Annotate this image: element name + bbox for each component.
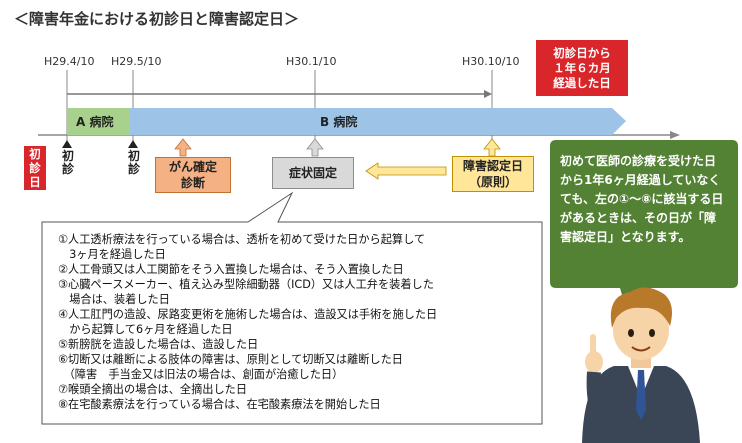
timeline-arrowhead bbox=[670, 131, 680, 139]
symptom-fixation-box: 症状固定 bbox=[272, 157, 354, 189]
date-label: H30.10/10 bbox=[462, 55, 520, 68]
elapsed-callout: 初診日から １年６カ月 経過した日 bbox=[536, 40, 628, 96]
note-line: （障害 手当金又は旧法の場合は、創面が治癒した日） bbox=[58, 368, 344, 381]
hospital-a-bar bbox=[67, 108, 130, 135]
hospital-a-label: A 病院 bbox=[76, 115, 114, 129]
cancer-diagnosis-box: がん確定 診断 bbox=[155, 157, 231, 193]
recognition-up-arrow bbox=[483, 138, 501, 157]
symptom-up-arrow bbox=[306, 138, 324, 157]
page-title: ＜障害年金における初診日と障害認定日＞ bbox=[14, 10, 300, 28]
first-visit-triangle bbox=[62, 140, 72, 148]
first-visit-day-box: 初 診 日 bbox=[24, 146, 46, 190]
hospital-b-label: B 病院 bbox=[320, 115, 358, 129]
date-label: H30.1/10 bbox=[286, 55, 337, 68]
man-illustration bbox=[582, 287, 700, 443]
date-label: H29.5/10 bbox=[111, 55, 162, 68]
hospital-b-bar bbox=[130, 108, 626, 135]
note-line: ②人工骨頭又は人工関節をそう入置換した場合は、そう入置換した日 bbox=[58, 263, 404, 276]
first-visit-triangle bbox=[128, 140, 138, 148]
note-line: ⑤新膀胱を造設した場合は、造設した日 bbox=[58, 338, 259, 351]
note-line: ⑥切断又は離断による肢体の障害は、原則として切断又は離断した日 bbox=[58, 353, 403, 366]
note-line: ⑧在宅酸素療法を行っている場合は、在宅酸素療法を開始した日 bbox=[58, 398, 381, 411]
speech-text: 初めて医師の診療を受けた日から1年6ヶ月経過していなくても、左の①～⑧に該当する… bbox=[560, 154, 724, 244]
notes-callout-box bbox=[41, 191, 543, 425]
notes-list: ①人工透析療法を行っている場合は、透析を初めて受けた日から起算して 3ヶ月を経過… bbox=[58, 232, 518, 412]
speech-bubble bbox=[550, 140, 738, 302]
note-line: ⑦喉頭全摘出の場合は、全摘出した日 bbox=[58, 383, 248, 396]
first-visit-mark: 初 診 bbox=[127, 149, 140, 176]
recognition-date-box: 障害認定日 （原則） bbox=[452, 156, 534, 192]
note-line: ④人工肛門の造設、尿路変更術を施術した場合は、造設又は手術を施した日 bbox=[58, 308, 438, 321]
note-line: から起算して6ヶ月を経過した日 bbox=[58, 323, 233, 336]
note-line: 3ヶ月を経過した日 bbox=[58, 248, 166, 261]
left-arrow bbox=[365, 162, 447, 180]
elapsed-arrowhead bbox=[484, 90, 492, 98]
cancer-up-arrow bbox=[174, 138, 192, 157]
date-label: H29.4/10 bbox=[44, 55, 95, 68]
note-line: ①人工透析療法を行っている場合は、透析を初めて受けた日から起算して bbox=[58, 233, 426, 246]
first-visit-mark: 初 診 bbox=[61, 149, 74, 176]
note-line: ③心臓ペースメーカー、植え込み型除細動器（ICD）又は人工弁を装着した bbox=[58, 278, 434, 291]
note-line: 場合は、装着した日 bbox=[58, 293, 170, 306]
